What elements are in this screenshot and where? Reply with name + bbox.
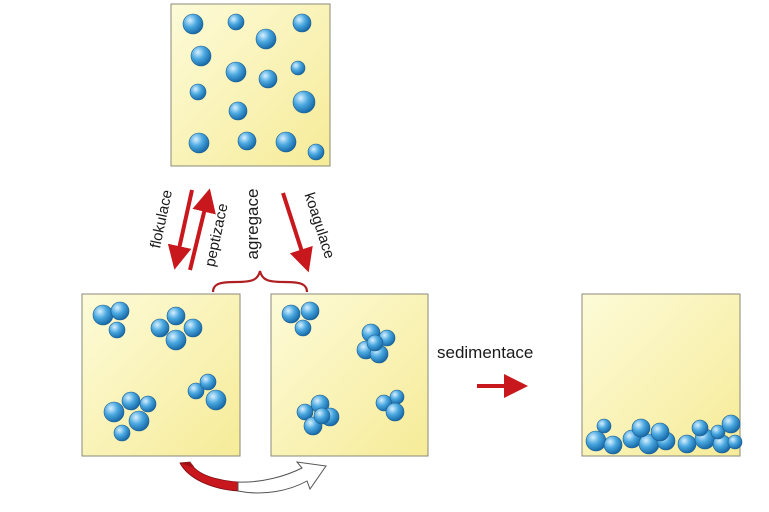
floc-particle — [165, 329, 187, 351]
dispersed-particle — [182, 13, 204, 35]
floc-particle — [110, 301, 130, 321]
aggregation-label: agregace — [243, 189, 262, 260]
dispersed-particle — [275, 131, 297, 153]
sedimentation-label: sedimentace — [437, 343, 533, 362]
floc-particle — [103, 401, 125, 423]
dispersed-particle — [292, 13, 312, 33]
floc-particle — [205, 389, 227, 411]
coagulate-particle — [313, 407, 331, 425]
sediment-particle — [727, 434, 743, 450]
dispersed-particle — [189, 83, 207, 101]
coagulation-arrow — [281, 192, 313, 273]
dispersed-particle — [307, 143, 325, 161]
coagulate-particle — [281, 304, 301, 324]
sediment-particle — [721, 414, 741, 434]
dispersed-particle — [190, 45, 212, 67]
dispersed-particle — [225, 61, 247, 83]
floc-particle — [199, 373, 217, 391]
sediment-particle — [596, 418, 612, 434]
coagulate-particle — [385, 402, 405, 422]
dispersed-particle — [292, 90, 316, 114]
floc-particles — [92, 301, 227, 442]
sediment-particle — [585, 430, 607, 452]
peptization-arrow — [188, 188, 216, 271]
floc-particle — [113, 424, 131, 442]
floc-particle — [139, 395, 157, 413]
floc-particle — [187, 382, 205, 400]
dispersed-particle — [237, 131, 257, 151]
floc-particle — [150, 318, 170, 338]
sediment-particle — [603, 435, 623, 455]
floc-particle — [128, 410, 150, 432]
flocculation-label: flokulace — [147, 188, 176, 249]
floc-particle — [108, 321, 126, 339]
coagulation-label: koagulace — [301, 190, 338, 260]
floc-particle — [183, 318, 203, 338]
dispersed-particle — [228, 101, 248, 121]
coagulate-particle — [366, 334, 384, 352]
sediment-particles — [585, 414, 743, 455]
curly-brace-icon — [211, 270, 309, 293]
dispersed-particle — [188, 132, 210, 154]
coagulated-state-box — [270, 293, 429, 457]
floc-particle — [92, 304, 114, 326]
sediment-particle — [691, 419, 709, 437]
flocculation-arrow — [167, 189, 194, 270]
dispersed-particle — [290, 60, 306, 76]
dispersed-particle — [227, 13, 245, 31]
sediment-particle — [710, 424, 726, 440]
coagulate-particles — [281, 301, 405, 436]
coagulate-particle — [296, 403, 314, 421]
floc-particle — [121, 391, 141, 411]
sediment-particle — [631, 418, 651, 438]
coagulate-particle — [294, 319, 312, 337]
coagulate-particle — [389, 389, 405, 405]
dispersed-particle — [258, 69, 278, 89]
floc-particle — [166, 306, 186, 326]
coagulate-particle — [300, 301, 320, 321]
sediment-particle — [650, 422, 670, 442]
curved-transition-arrow-icon — [179, 461, 327, 494]
sediment-particle — [677, 434, 697, 454]
dispersed-particles — [182, 13, 325, 161]
dispersed-particle — [255, 28, 277, 50]
